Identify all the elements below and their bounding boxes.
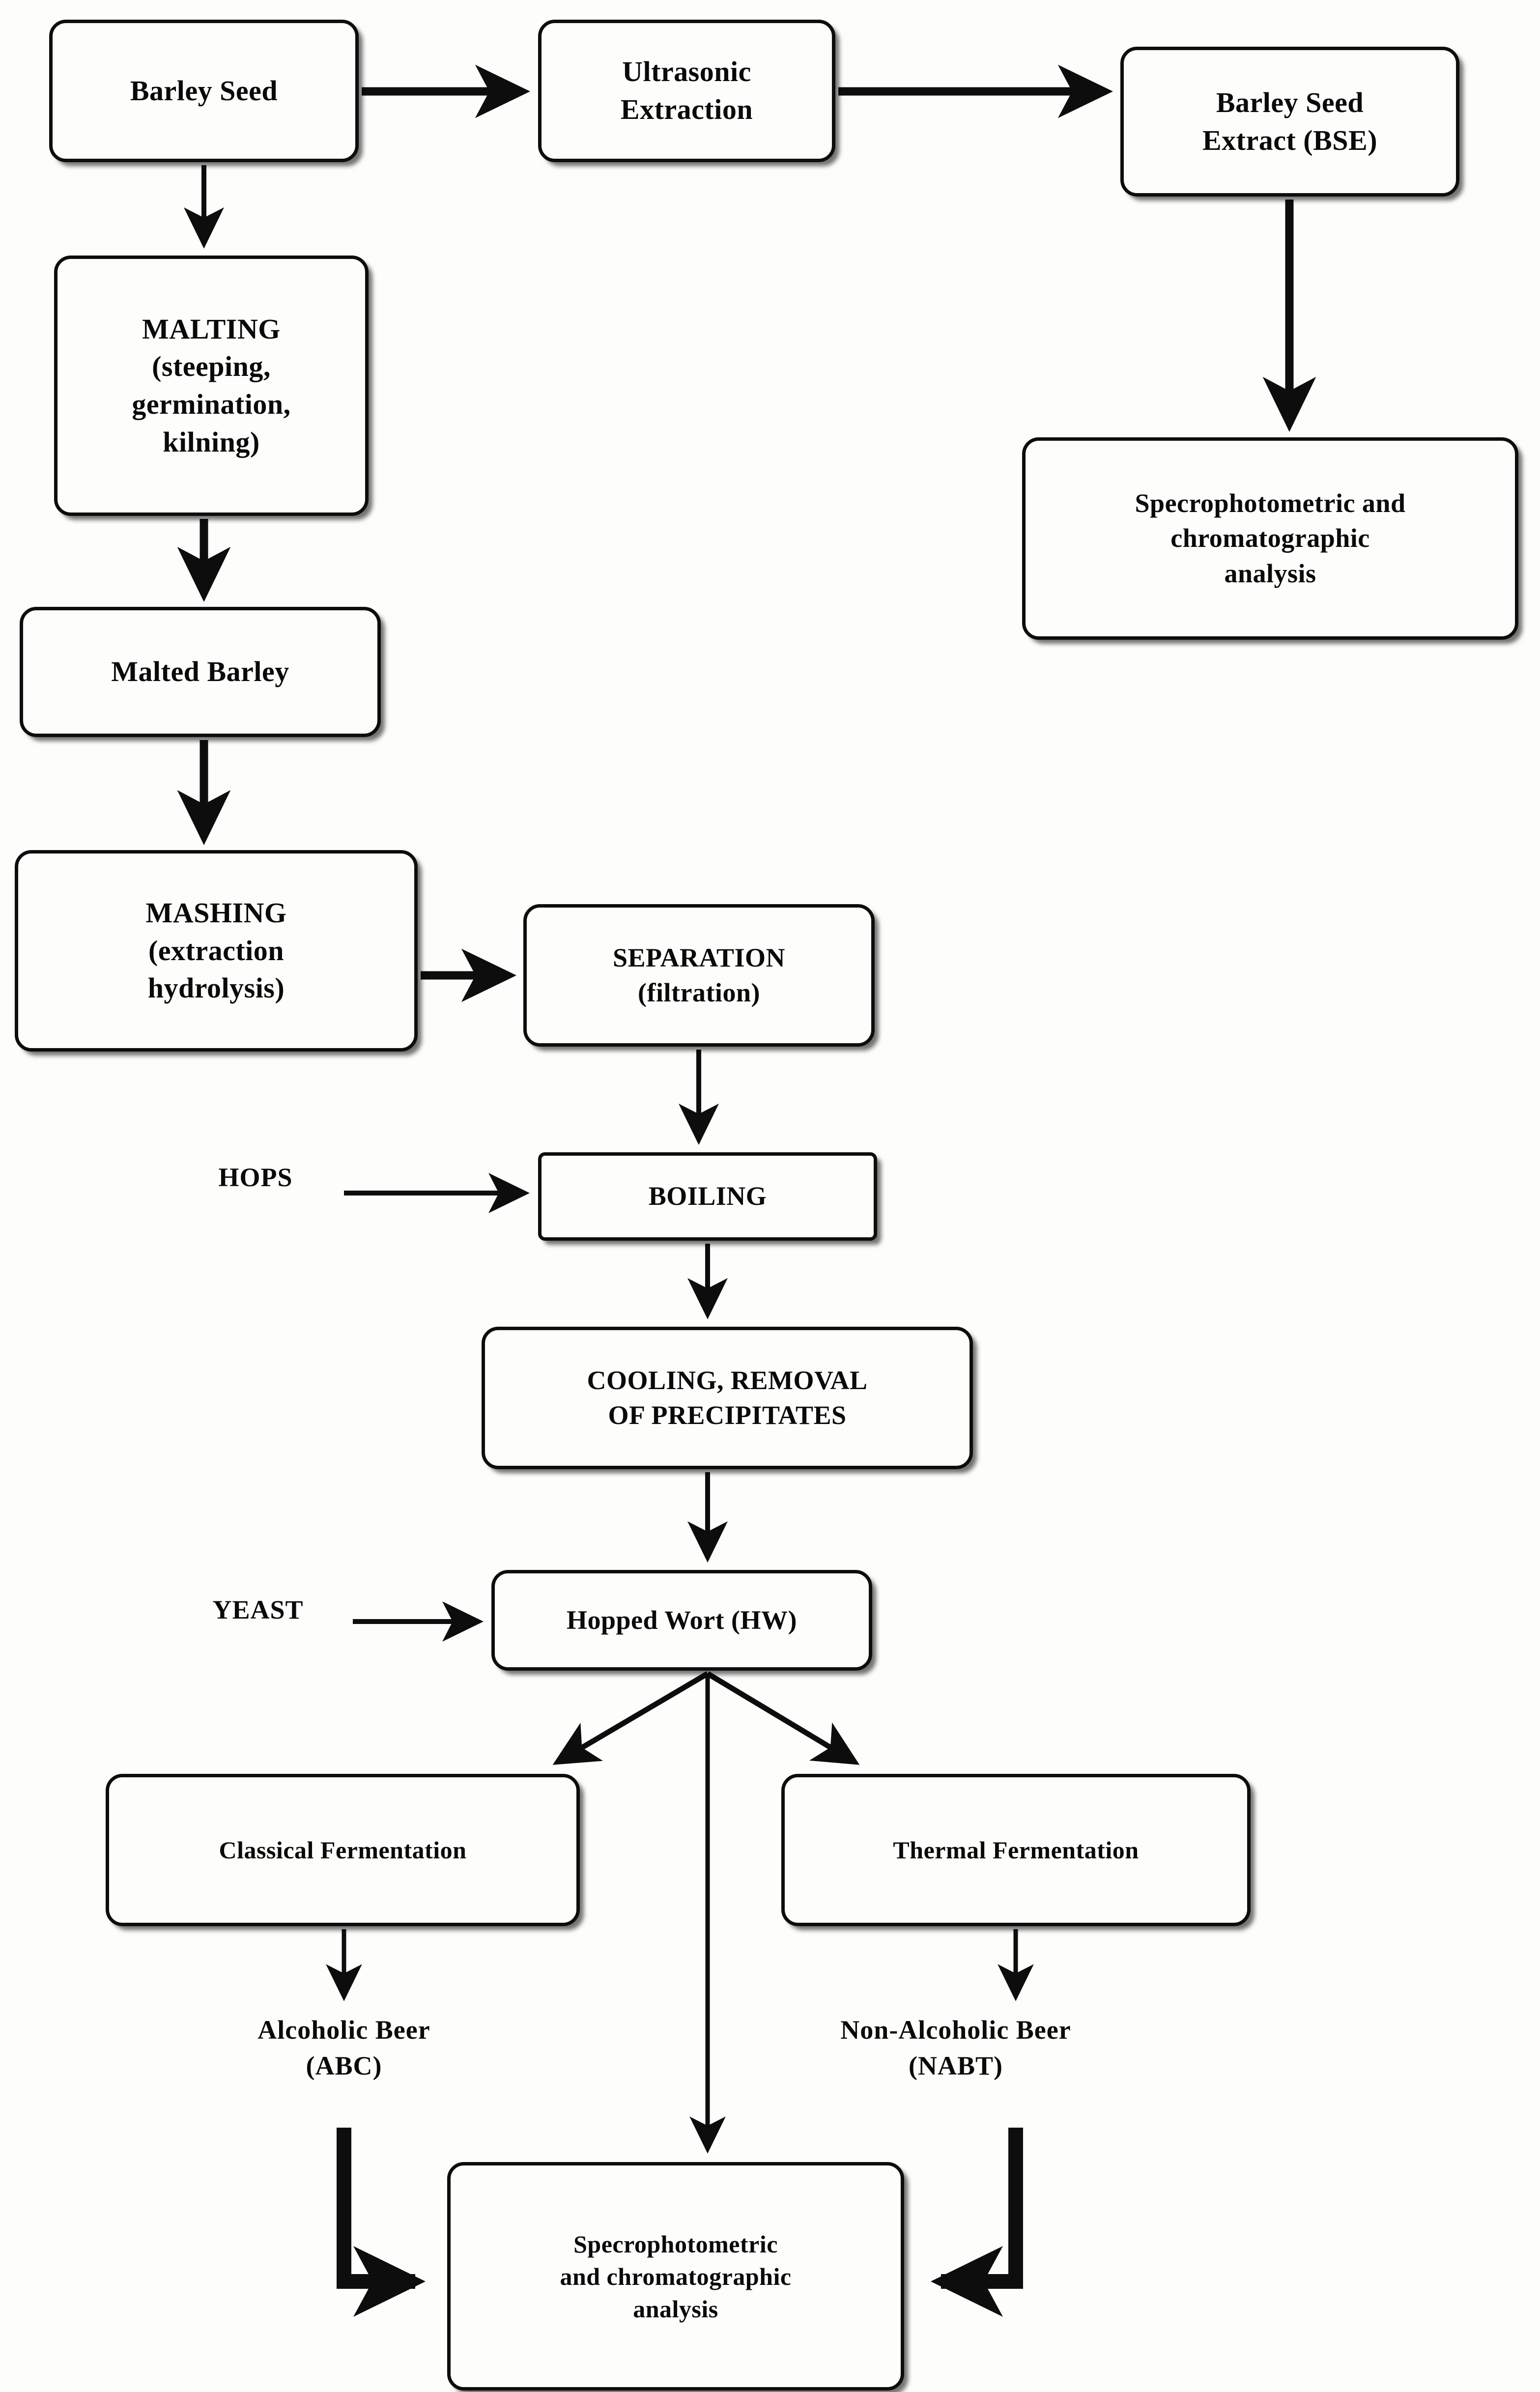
node-thermal-fermentation-label: Thermal Fermentation <box>893 1836 1139 1864</box>
edge-non-alcoholic-beer-to-final-analysis <box>930 2128 1023 2317</box>
node-hopped-wort[interactable]: Hopped Wort (HW) <box>491 1570 872 1671</box>
edge-hopped-wort-to-classical <box>552 1671 709 1765</box>
node-barley-seed-label: Barley Seed <box>130 74 278 107</box>
node-barley-seed[interactable]: Barley Seed <box>49 20 359 162</box>
node-separation-label: SEPARATION(filtration) <box>612 942 786 1007</box>
label-yeast: YEAST <box>212 1595 304 1624</box>
edge-hopped-wort-to-thermal <box>706 1671 860 1765</box>
node-malted-barley[interactable]: Malted Barley <box>20 607 381 737</box>
node-classical-fermentation-label: Classical Fermentation <box>219 1836 467 1864</box>
node-boiling-label: BOILING <box>648 1181 767 1211</box>
node-boiling[interactable]: BOILING <box>538 1152 877 1241</box>
node-classical-fermentation[interactable]: Classical Fermentation <box>106 1774 580 1926</box>
node-hopped-wort-label: Hopped Wort (HW) <box>566 1605 798 1635</box>
edge-alcoholic-beer-to-final-analysis <box>337 2128 426 2317</box>
node-malted-barley-label: Malted Barley <box>111 655 289 688</box>
label-non-alcoholic-beer: Non-Alcoholic Beer(NABT) <box>840 2015 1071 2080</box>
node-malting[interactable]: MALTING(steeping,germination,kilning) <box>54 256 369 516</box>
node-separation[interactable]: SEPARATION(filtration) <box>523 904 875 1047</box>
node-thermal-fermentation[interactable]: Thermal Fermentation <box>781 1774 1251 1926</box>
label-alcoholic-beer: Alcoholic Beer(ABC) <box>257 2015 430 2080</box>
node-malting-label: MALTING(steeping,germination,kilning) <box>132 313 291 458</box>
label-hops: HOPS <box>218 1163 293 1192</box>
